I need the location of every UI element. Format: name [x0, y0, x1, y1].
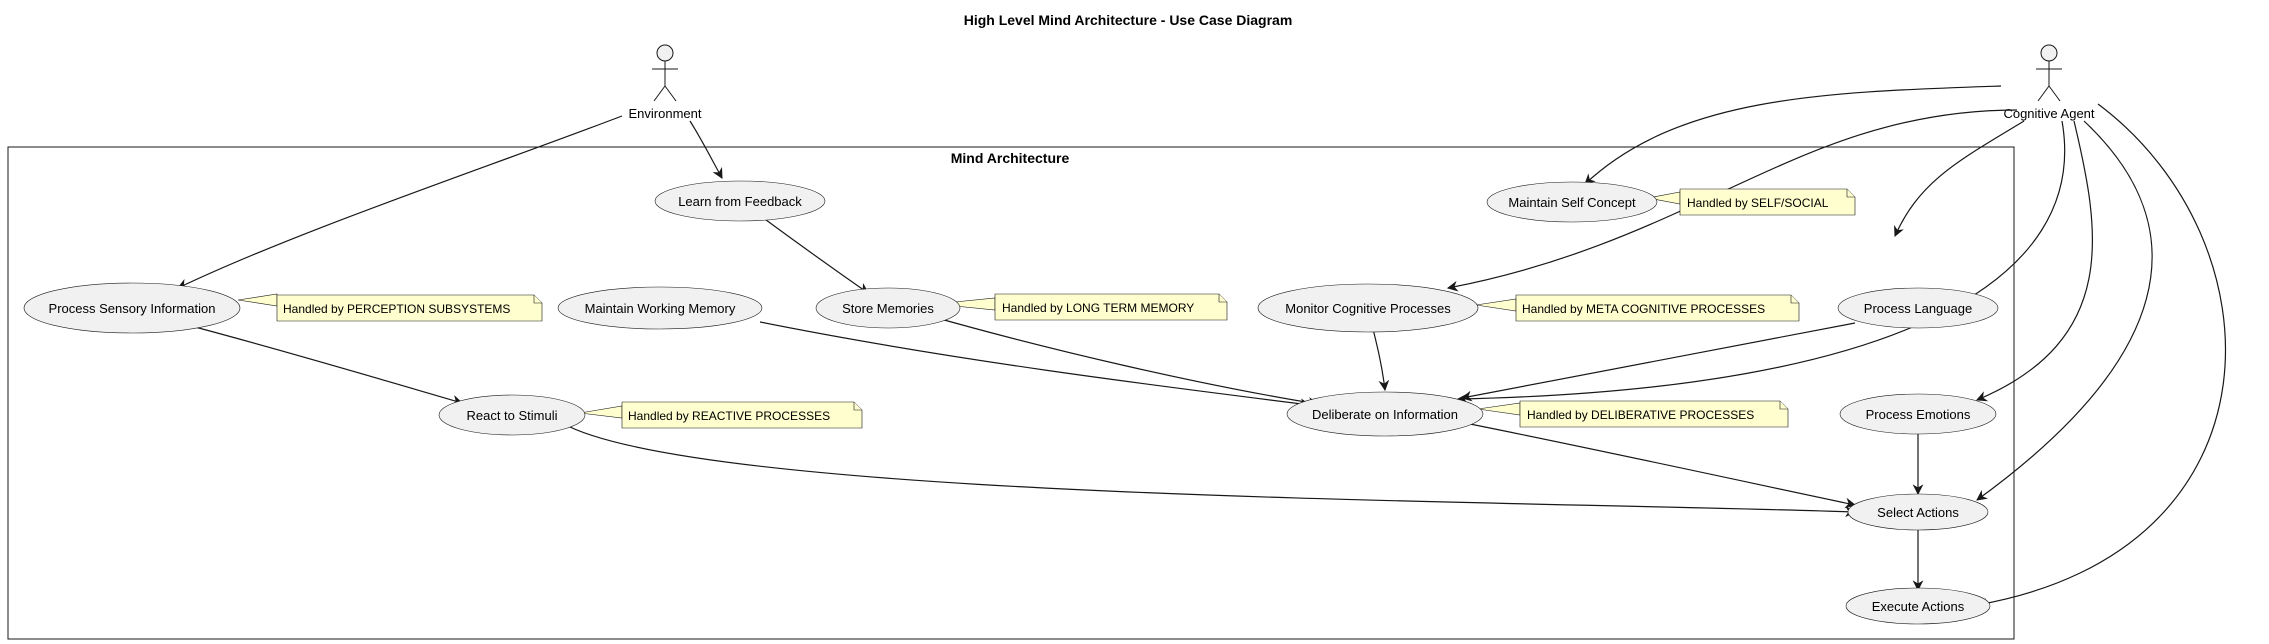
edge-deliberate-to-select — [1469, 423, 1857, 509]
actor-environment[interactable]: Environment — [629, 44, 702, 121]
use-case-learn-label: Learn from Feedback — [678, 194, 802, 209]
use-case-self-concept[interactable]: Maintain Self Concept — [1486, 181, 1658, 223]
edge-agent-to-emotions — [1976, 120, 2093, 402]
use-case-react-label: React to Stimuli — [466, 408, 557, 423]
note-deliberative: Handled by DELIBERATIVE PROCESSES — [1519, 400, 1789, 428]
note-reactive: Handled by REACTIVE PROCESSES — [621, 401, 863, 429]
edge-agent-to-self-concept — [1584, 85, 2002, 185]
use-case-select-label: Select Actions — [1877, 505, 1959, 520]
edge-agent-to-deliberate — [1456, 120, 2066, 405]
note-meta-cognitive-text: Handled by META COGNITIVE PROCESSES — [1522, 302, 1765, 316]
actor-cognitive-agent-label: Cognitive Agent — [2003, 106, 2094, 121]
use-case-emotions[interactable]: Process Emotions — [1839, 393, 1997, 435]
edge-agent-to-language — [1894, 120, 2025, 237]
actor-environment-label: Environment — [629, 106, 702, 121]
note-long-term-memory-text: Handled by LONG TERM MEMORY — [1002, 301, 1194, 315]
edge-agent-to-monitor — [1446, 109, 2018, 292]
note-perception-text: Handled by PERCEPTION SUBSYSTEMS — [283, 302, 510, 316]
use-case-execute[interactable]: Execute Actions — [1845, 587, 1991, 625]
use-case-select[interactable]: Select Actions — [1847, 493, 1989, 531]
use-case-deliberate[interactable]: Deliberate on Information — [1286, 391, 1484, 437]
use-case-self-concept-label: Maintain Self Concept — [1508, 195, 1636, 210]
edge-environment-to-learn — [689, 120, 723, 179]
edge-react-to-select — [561, 422, 1857, 518]
use-case-language-label: Process Language — [1864, 301, 1972, 316]
edge-monitor-to-deliberate — [1371, 324, 1390, 392]
edge-working-memory-to-deliberate — [759, 321, 1312, 410]
mind-architecture-package — [7, 146, 2015, 640]
note-meta-cognitive: Handled by META COGNITIVE PROCESSES — [1515, 294, 1800, 322]
use-case-language[interactable]: Process Language — [1837, 287, 1999, 329]
use-case-store-memories-label: Store Memories — [842, 301, 934, 316]
use-case-deliberate-label: Deliberate on Information — [1312, 407, 1458, 422]
use-case-react[interactable]: React to Stimuli — [438, 394, 586, 436]
use-case-emotions-label: Process Emotions — [1866, 407, 1971, 422]
edge-process-sensory-to-react — [194, 326, 464, 406]
use-case-process-sensory-label: Process Sensory Information — [49, 301, 216, 316]
edge-agent-to-execute — [1975, 103, 2227, 609]
note-self-social-text: Handled by SELF/SOCIAL — [1687, 196, 1829, 210]
edge-agent-to-select — [1976, 120, 2153, 501]
note-long-term-memory: Handled by LONG TERM MEMORY — [994, 293, 1228, 321]
edge-store-to-deliberate — [929, 315, 1320, 408]
note-perception: Handled by PERCEPTION SUBSYSTEMS — [276, 294, 543, 322]
use-case-working-memory-label: Maintain Working Memory — [585, 301, 736, 316]
actor-cognitive-agent[interactable]: Cognitive Agent — [2003, 44, 2095, 121]
use-case-monitor-label: Monitor Cognitive Processes — [1285, 301, 1451, 316]
edge-environment-to-process-sensory — [177, 115, 623, 289]
edge-learn-to-store — [761, 216, 869, 294]
use-case-execute-label: Execute Actions — [1872, 599, 1965, 614]
use-case-process-sensory[interactable]: Process Sensory Information — [23, 282, 241, 334]
use-case-working-memory[interactable]: Maintain Working Memory — [557, 286, 763, 330]
note-deliberative-text: Handled by DELIBERATIVE PROCESSES — [1527, 408, 1754, 422]
use-case-learn[interactable]: Learn from Feedback — [654, 180, 826, 222]
package-title: Mind Architecture — [951, 150, 1070, 166]
note-self-social: Handled by SELF/SOCIAL — [1679, 188, 1856, 216]
diagram-title: High Level Mind Architecture - Use Case … — [964, 12, 1293, 28]
use-case-monitor[interactable]: Monitor Cognitive Processes — [1257, 283, 1479, 333]
note-reactive-text: Handled by REACTIVE PROCESSES — [628, 409, 830, 423]
use-case-store-memories[interactable]: Store Memories — [815, 287, 961, 329]
